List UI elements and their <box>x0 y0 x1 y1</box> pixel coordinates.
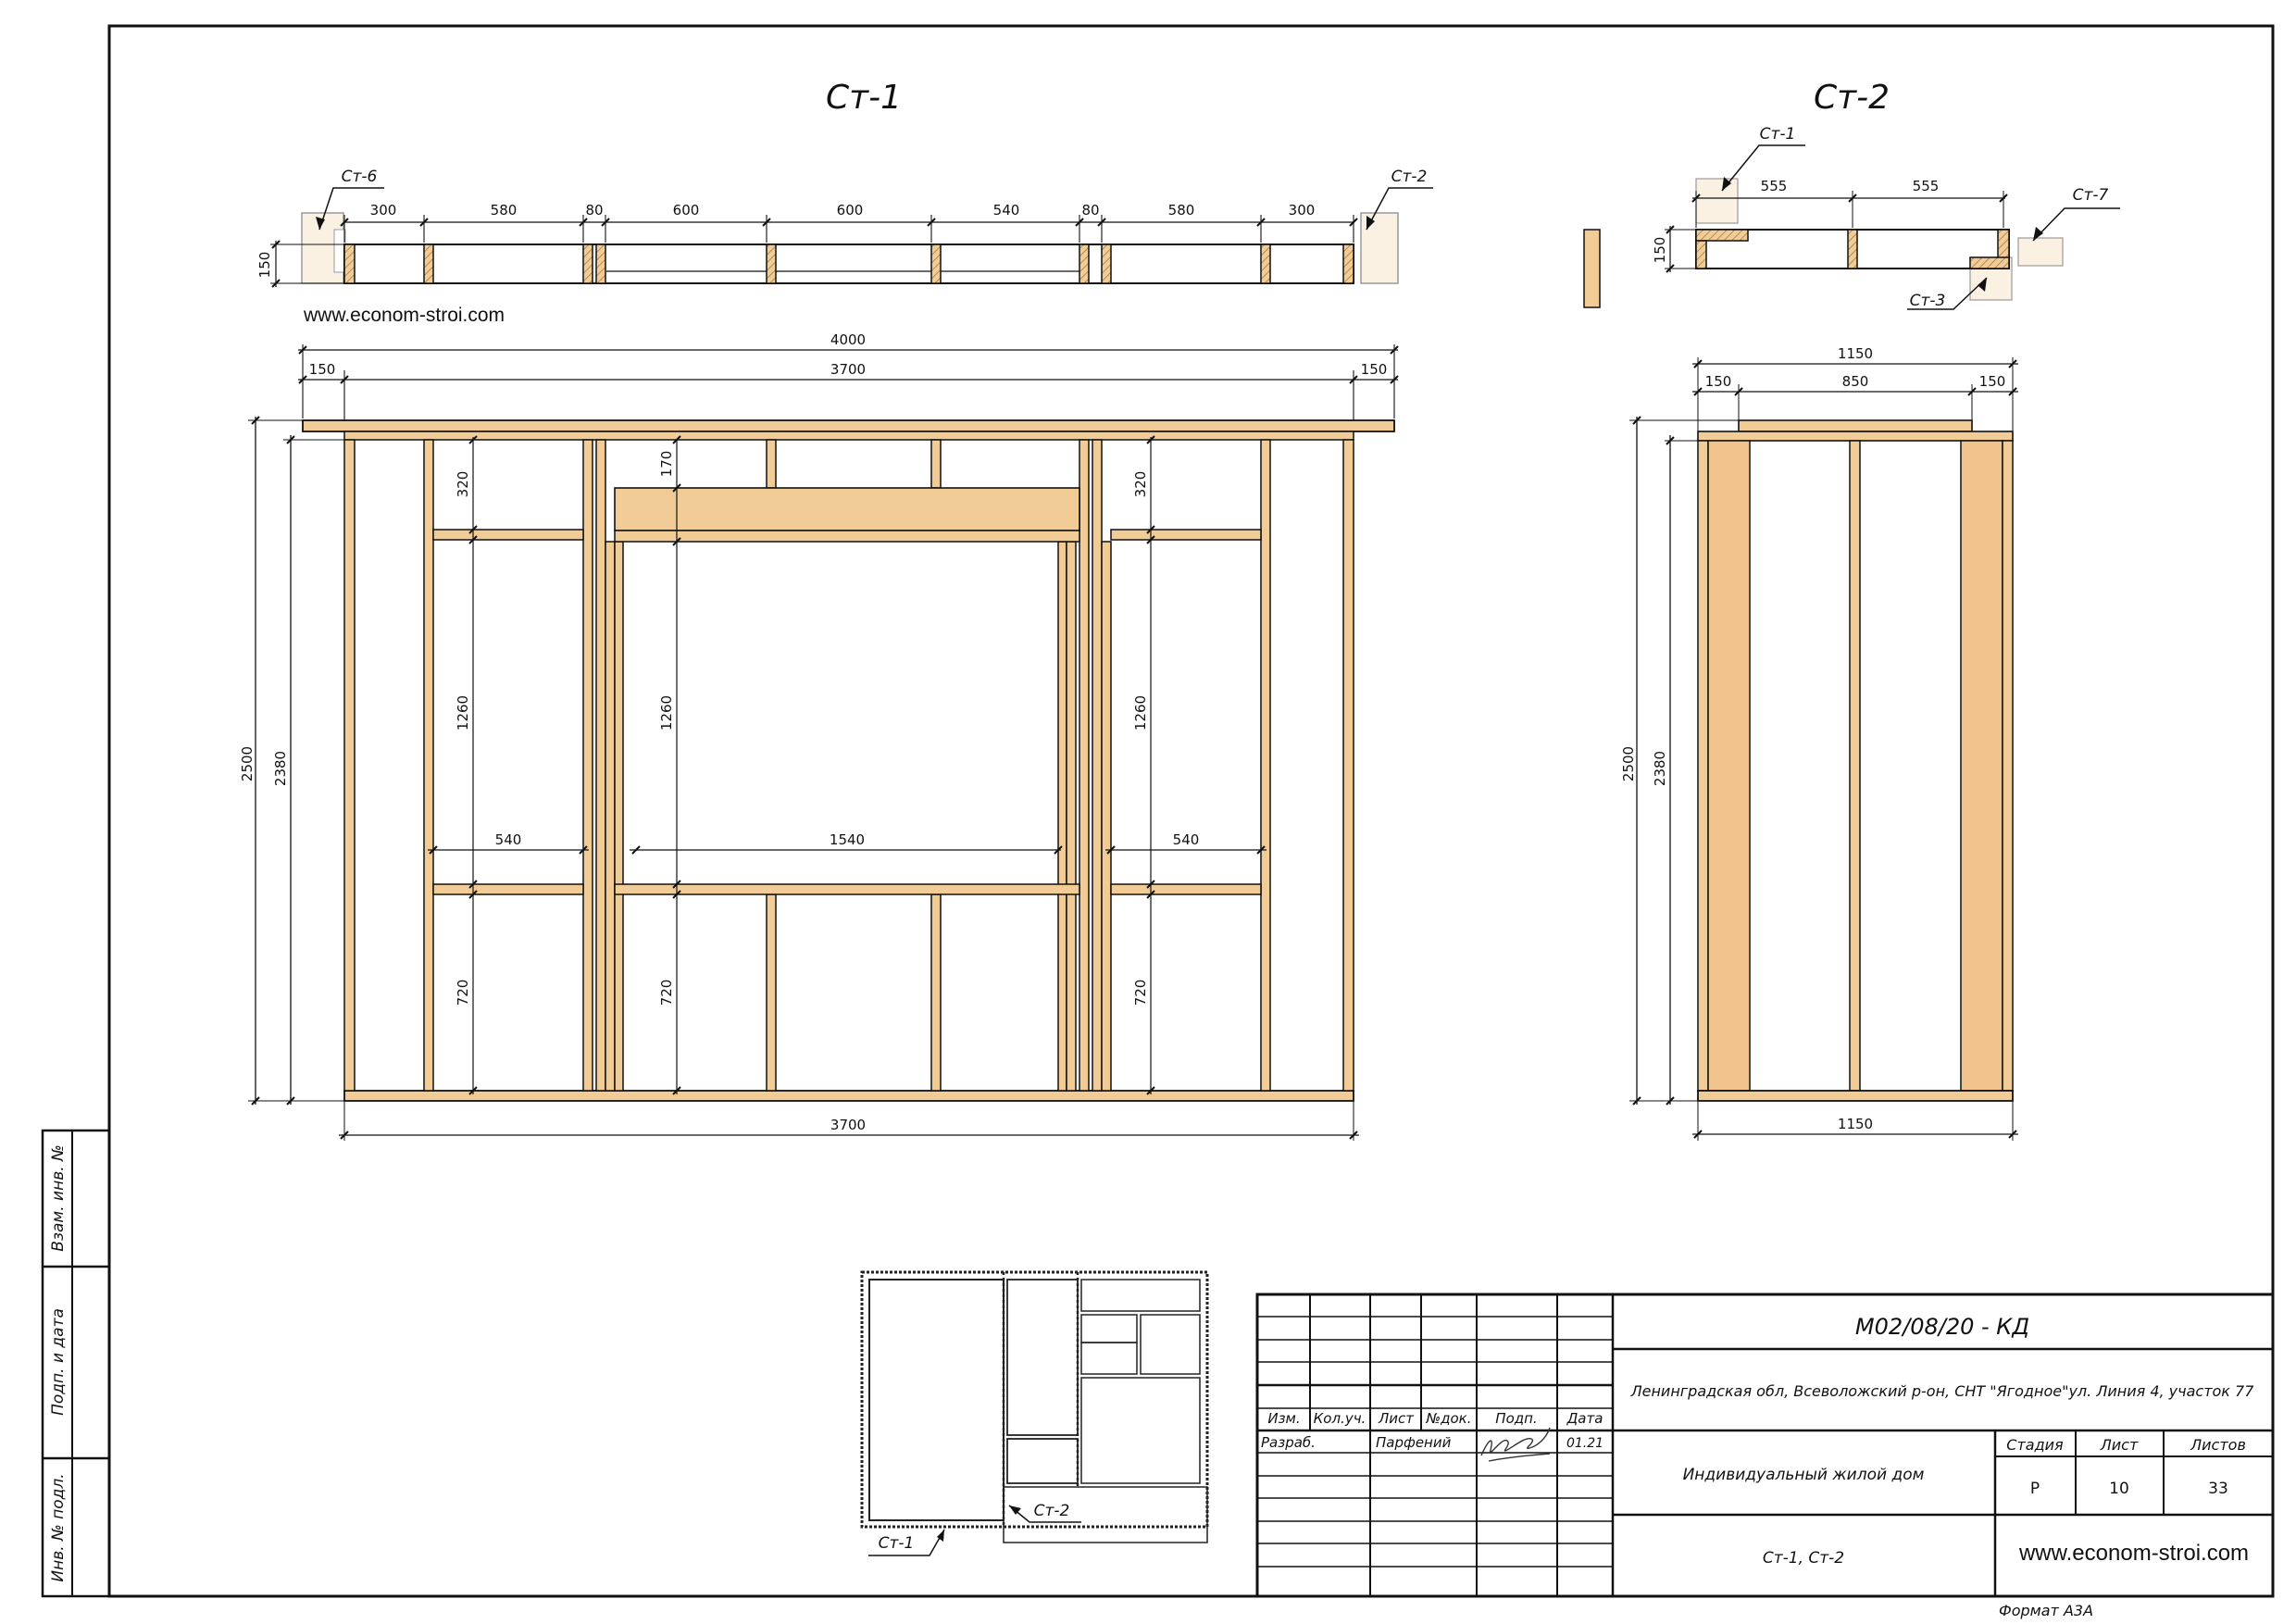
side-stamp: Взам. инв. № Подп. и дата Инв. № подл. <box>49 1144 68 1581</box>
key-plan-labels: Ст-1 Ст-2 <box>868 1502 1081 1556</box>
sheet-frame <box>41 24 2275 1598</box>
st1-right-bottom: 720 <box>1132 980 1149 1006</box>
st1-right-mid: 1260 <box>1132 695 1149 731</box>
st2-height-inner: 2380 <box>1652 751 1668 786</box>
st1-left-mid: 1260 <box>455 695 471 731</box>
st1-plan-seg-1: 300 <box>370 202 397 219</box>
sheet-header: Лист <box>2100 1436 2139 1454</box>
st1-center-bottom: 720 <box>658 980 675 1006</box>
title-block-text: М02/08/20 - КД Ленинградская обл, Всевол… <box>1261 1314 2254 1619</box>
st2-bottom-width: 1150 <box>1838 1116 1873 1132</box>
stage-header: Стадия <box>2006 1436 2064 1454</box>
st2-plan-ref-right: Ст-7 <box>2073 186 2109 205</box>
st2-plan-seg-1: 555 <box>1761 178 1788 194</box>
st1-left-top: 320 <box>455 471 471 498</box>
doc-code: М02/08/20 - КД <box>1855 1314 2029 1340</box>
dev-name: Парфений <box>1376 1434 1452 1451</box>
st1-plan-seg-4: 600 <box>673 202 700 219</box>
hdr-podp: Подп. <box>1495 1410 1537 1427</box>
title-block <box>1255 1293 2275 1598</box>
st1-plan-seg-6: 540 <box>993 202 1020 219</box>
hdr-ndok: №док. <box>1426 1410 1472 1427</box>
dev-date: 01.21 <box>1566 1436 1603 1451</box>
st1-height-total: 2500 <box>239 746 256 781</box>
st2-plan-seg-2: 555 <box>1913 178 1940 194</box>
st1-plan-seg-8: 580 <box>1168 202 1195 219</box>
sheets-header: Листов <box>2190 1436 2246 1454</box>
side-stamp-b: Подп. и дата <box>49 1308 68 1416</box>
stage-value: Р <box>2030 1480 2040 1498</box>
key-plan <box>860 1270 1209 1543</box>
st1-left-width: 540 <box>495 831 522 848</box>
st1-left-bottom: 720 <box>455 980 471 1006</box>
st1-plan-seg-9: 300 <box>1289 202 1316 219</box>
sheet-value: 10 <box>2109 1480 2129 1498</box>
st1-site-label: www.econom-stroi.com <box>303 305 505 326</box>
title-st2: Ст-2 <box>1814 79 1890 117</box>
st1-plan-seg-7: 80 <box>1081 202 1099 219</box>
side-stamp-c: Инв. № подл. <box>49 1473 68 1581</box>
st1-edge-left: 150 <box>309 361 336 378</box>
key-plan-label-a: Ст-1 <box>879 1534 915 1553</box>
st2-elevation: 1150 850 150 150 2500 2380 1150 <box>1620 345 2018 1141</box>
st2-plan: 555 555 150 Ст-1 Ст-7 Ст-3 <box>1583 125 2120 310</box>
st1-plan-ref-left: Ст-6 <box>342 168 378 186</box>
st1-right-width: 540 <box>1173 831 1200 848</box>
dev-role: Разраб. <box>1261 1434 1316 1451</box>
st2-plan-ref-bottom: Ст-3 <box>1910 292 1946 310</box>
hdr-izm: Изм. <box>1267 1410 1300 1427</box>
st2-height-total: 2500 <box>1620 746 1637 781</box>
hdr-koluch: Кол.уч. <box>1314 1410 1366 1427</box>
st1-plan: 300 580 80 600 600 540 80 580 300 150 Ст… <box>256 168 1433 326</box>
st1-total-width: 4000 <box>830 331 866 348</box>
st1-center-top: 170 <box>658 451 675 478</box>
st2-plan-depth: 150 <box>1652 237 1668 264</box>
st1-height-inner: 2380 <box>272 751 289 786</box>
sheets-value: 33 <box>2208 1480 2228 1498</box>
st2-edge-left: 150 <box>1705 373 1732 390</box>
project-name: Индивидуальный жилой дом <box>1683 1466 1925 1484</box>
st1-right-top: 320 <box>1132 471 1149 498</box>
st1-edge-right: 150 <box>1361 361 1388 378</box>
st1-plan-ref-right: Ст-2 <box>1391 168 1428 186</box>
st1-inner-width: 3700 <box>830 361 866 378</box>
st2-edge-right: 150 <box>1979 373 2006 390</box>
st1-center-mid: 1260 <box>658 695 675 731</box>
st1-elevation: 4000 3700 150 150 <box>239 331 1399 1141</box>
hdr-list: Лист <box>1378 1410 1415 1427</box>
signature-icon <box>1480 1427 1551 1462</box>
st1-plan-seg-3: 80 <box>585 202 603 219</box>
st1-plan-seg-2: 580 <box>491 202 518 219</box>
st1-plan-depth: 150 <box>256 252 273 279</box>
sheet-title: Ст-1, Ст-2 <box>1763 1549 1844 1568</box>
st1-bottom-width: 3700 <box>830 1117 866 1133</box>
st1-plan-seg-5: 600 <box>837 202 864 219</box>
st2-plan-ref-top: Ст-1 <box>1760 125 1796 144</box>
website: www.econom-stroi.com <box>2018 1541 2249 1566</box>
key-plan-label-b: Ст-2 <box>1034 1502 1070 1520</box>
st2-inner-width: 850 <box>1842 373 1869 390</box>
title-st1: Ст-1 <box>826 79 902 117</box>
address: Ленинградская обл, Всеволожский р-он, СН… <box>1630 1382 2255 1400</box>
st1-center-width: 1540 <box>830 831 865 848</box>
hdr-data: Дата <box>1566 1410 1603 1427</box>
side-stamp-a: Взам. инв. № <box>49 1144 68 1251</box>
format-label: Формат А3А <box>1999 1602 2093 1619</box>
st2-total-width: 1150 <box>1838 345 1873 362</box>
